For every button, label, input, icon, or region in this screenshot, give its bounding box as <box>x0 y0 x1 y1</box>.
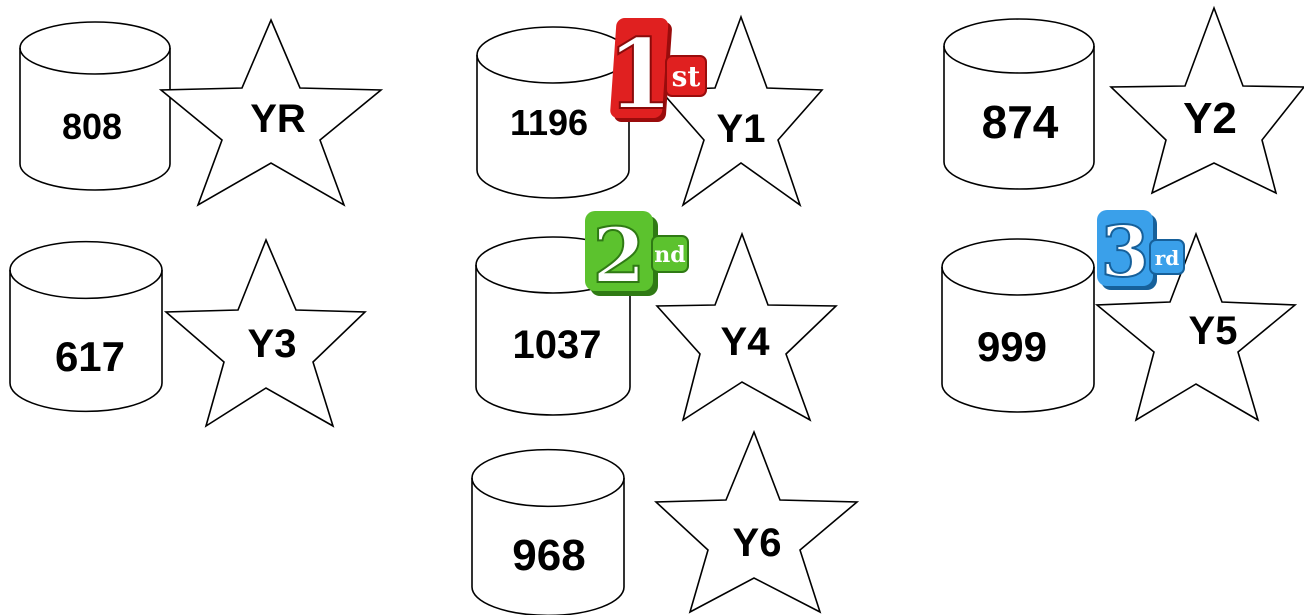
star-label: Y2 <box>1183 94 1237 143</box>
star-label: Y4 <box>721 320 771 364</box>
badge-number: 2 <box>593 211 646 300</box>
cylinder-value: 1196 <box>510 102 588 143</box>
cylinder-value: 874 <box>982 96 1059 148</box>
badge-suffix: st <box>672 60 701 93</box>
star-label: Y3 <box>248 322 297 366</box>
cylinder-value: 968 <box>512 531 585 580</box>
cylinder-value: 1037 <box>513 323 602 367</box>
rank-badge-second: 2 nd <box>585 211 688 300</box>
badge-suffix: nd <box>654 242 685 268</box>
item-group-y3: 617 Y3 <box>10 240 365 426</box>
item-group-y5: 999 Y5 3 rd <box>942 210 1295 420</box>
rank-badge-third: 3 rd <box>1097 210 1184 293</box>
item-group-y4: 1037 Y4 2 nd <box>476 211 836 420</box>
star-label: Y1 <box>717 107 766 151</box>
item-group-y1: 1196 Y1 1 st <box>477 17 822 205</box>
badge-suffix: rd <box>1155 246 1180 270</box>
item-group-y6: 968 Y6 <box>472 432 857 615</box>
cylinder-icon <box>10 242 162 412</box>
badge-number: 1 <box>607 18 674 131</box>
cylinder-value: 808 <box>62 106 122 147</box>
star-label: YR <box>250 97 306 141</box>
cylinder-value: 999 <box>977 323 1047 370</box>
cylinder-value: 617 <box>55 333 125 380</box>
item-group-y2: 874 Y2 <box>944 8 1304 193</box>
star-label: Y5 <box>1189 309 1238 353</box>
badge-number: 3 <box>1101 210 1150 293</box>
star-label: Y6 <box>733 521 782 565</box>
item-group-yr: 808 YR <box>20 20 381 205</box>
